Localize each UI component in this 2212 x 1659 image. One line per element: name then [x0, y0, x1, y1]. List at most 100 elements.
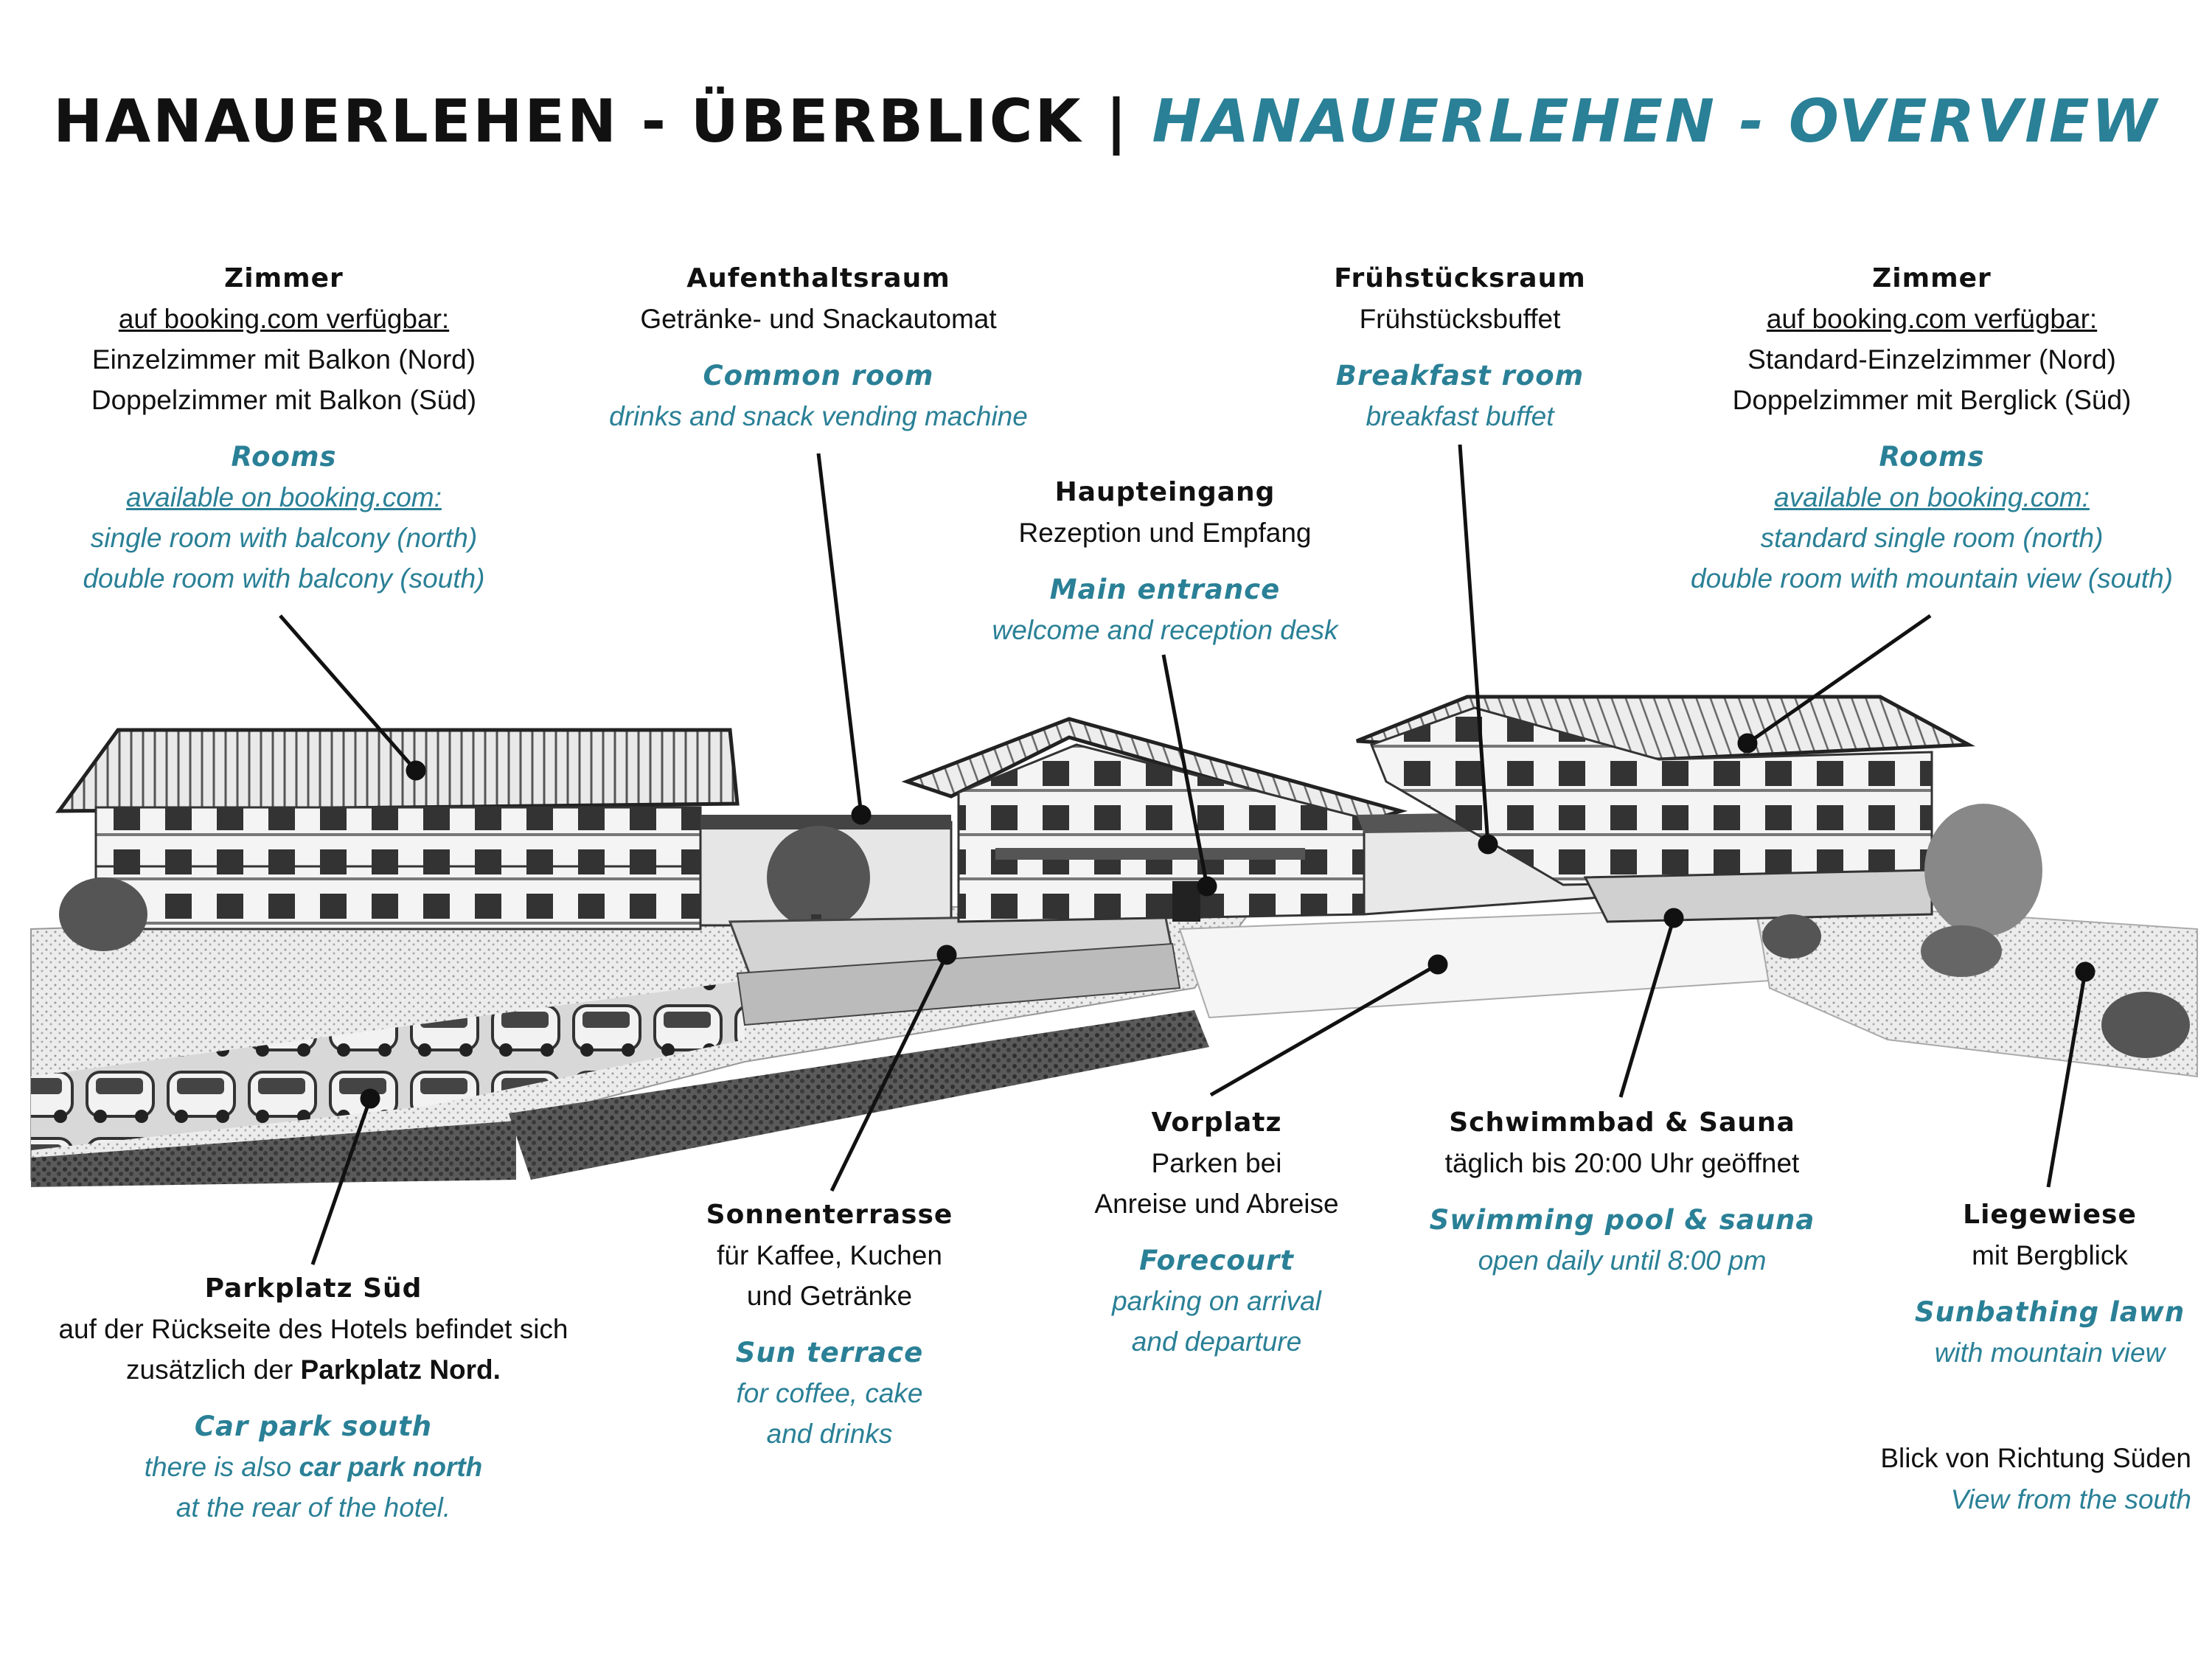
- car-row: [31, 981, 745, 1150]
- lawn: [1753, 898, 2198, 1078]
- label-title-en: Sunbathing lawn: [1914, 1296, 2185, 1328]
- label-line-en: for coffee, cake: [736, 1378, 923, 1408]
- label-line-en: breakfast buffet: [1366, 401, 1554, 431]
- label-title-en: Main entrance: [1049, 574, 1281, 605]
- label-text: there is also: [144, 1452, 299, 1482]
- label-line: Standard-Einzelzimmer (Nord): [1747, 344, 2116, 375]
- label-haupteingang: Haupteingang Rezeption und Empfang Main …: [959, 472, 1371, 650]
- title-german: HANAUERLEHEN - ÜBERBLICK: [53, 87, 1083, 156]
- pointer-zimmer-left: [279, 614, 417, 772]
- label-line-en: there is also car park north: [22, 1447, 605, 1487]
- label-line: Doppelzimmer mit Balkon (Süd): [91, 385, 477, 415]
- label-title: Zimmer: [224, 263, 344, 293]
- label-title-en: Forecourt: [1139, 1245, 1294, 1276]
- label-title: Schwimmbad & Sauna: [1449, 1107, 1795, 1138]
- label-schwimmbad: Schwimmbad & Sauna täglich bis 20:00 Uhr…: [1401, 1102, 1843, 1281]
- label-line-en: available on booking.com:: [126, 482, 442, 512]
- pointer-parkplatz: [310, 1098, 372, 1265]
- title-english: HANAUERLEHEN - OVERVIEW: [1152, 87, 2159, 156]
- label-line-en: parking on arrival: [1112, 1286, 1321, 1316]
- label-line-en: double room with balcony (south): [83, 563, 485, 594]
- label-title: Aufenthaltsraum: [686, 263, 950, 293]
- view-note-en: View from the south: [1950, 1484, 2191, 1514]
- label-zimmer-left: Zimmer auf booking.com verfügbar: Einzel…: [44, 258, 524, 599]
- label-line-en: and drinks: [766, 1419, 893, 1449]
- label-title: Haupteingang: [1054, 477, 1276, 507]
- label-text: zusätzlich der: [126, 1354, 301, 1385]
- label-title: Frühstücksraum: [1334, 263, 1586, 293]
- pointer-sonnenterrasse: [830, 953, 949, 1192]
- label-line-en: available on booking.com:: [1774, 482, 2090, 512]
- pointer-lines: [279, 444, 2096, 1265]
- pointer-aufenthaltsraum: [816, 453, 863, 815]
- label-sonnenterrasse: Sonnenterrasse für Kaffee, Kuchen und Ge…: [664, 1194, 995, 1454]
- label-vorplatz: Vorplatz Parken bei Anreise und Abreise …: [1054, 1102, 1379, 1362]
- label-line: Einzelzimmer mit Balkon (Nord): [91, 344, 476, 375]
- label-title: Liegewiese: [1963, 1200, 2137, 1230]
- label-line: auf der Rückseite des Hotels befindet si…: [58, 1314, 568, 1344]
- left-building-lower: [94, 865, 702, 931]
- hedge-row: [509, 1010, 1209, 1180]
- label-line-en: standard single room (north): [1760, 523, 2104, 553]
- label-line-en: welcome and reception desk: [992, 615, 1338, 645]
- lower-hedge: [31, 1121, 516, 1187]
- pointer-vorplatz: [1209, 962, 1439, 1097]
- label-parkplatz-sued: Parkplatz Süd auf der Rückseite des Hote…: [22, 1268, 605, 1528]
- label-title: Parkplatz Süd: [204, 1273, 422, 1304]
- title-separator: |: [1105, 87, 1130, 156]
- pointer-schwimmbad: [1618, 917, 1676, 1098]
- label-liegewiese: Liegewiese mit Bergblick Sunbathing lawn…: [1888, 1194, 2212, 1373]
- right-building-facade: [1370, 706, 1933, 886]
- pointer-haupteingang: [1161, 654, 1209, 887]
- label-line-en: with mountain view: [1934, 1338, 2166, 1368]
- pool-wing: [1583, 869, 1933, 923]
- label-line: für Kaffee, Kuchen: [717, 1240, 942, 1270]
- label-line: Frühstücksbuffet: [1359, 304, 1561, 334]
- left-building-upper: [94, 806, 702, 868]
- label-line-en: double room with mountain view (south): [1691, 563, 2173, 594]
- label-line: Doppelzimmer mit Berglick (Süd): [1732, 385, 2132, 415]
- view-note-de: Blick von Richtung Süden: [1880, 1443, 2191, 1473]
- label-line-en: and departure: [1131, 1326, 1302, 1357]
- terrace-tree: [767, 826, 870, 929]
- label-line-en: open daily until 8:00 pm: [1478, 1245, 1767, 1276]
- label-zimmer-right: Zimmer auf booking.com verfügbar: Standa…: [1659, 258, 2205, 599]
- label-title-en: Car park south: [194, 1411, 433, 1442]
- label-aufenthaltsraum: Aufenthaltsraum Getränke- und Snackautom…: [590, 258, 1047, 437]
- label-title-en: Common room: [703, 360, 934, 392]
- label-title-en: Rooms: [231, 441, 337, 473]
- label-line: und Getränke: [746, 1281, 913, 1311]
- pointer-liegewiese: [2046, 971, 2087, 1188]
- label-title-en: Rooms: [1879, 441, 1985, 473]
- view-direction-note: Blick von Richtung Süden View from the s…: [1880, 1438, 2191, 1520]
- label-line: Rezeption und Empfang: [1018, 518, 1312, 548]
- pointer-zimmer-right: [1746, 613, 1932, 745]
- label-line: auf booking.com verfügbar:: [1766, 304, 2098, 334]
- label-line-en: at the rear of the hotel.: [175, 1492, 451, 1523]
- page-title: HANAUERLEHEN - ÜBERBLICK | HANAUERLEHEN …: [0, 87, 2212, 156]
- label-title-en: Sun terrace: [735, 1337, 924, 1368]
- label-line-en: single room with balcony (north): [90, 523, 478, 553]
- main-entrance-door: [1172, 881, 1200, 922]
- label-line: Parken bei: [1151, 1148, 1282, 1178]
- label-title: Sonnenterrasse: [706, 1200, 953, 1230]
- lawn-tree: [1924, 804, 2042, 936]
- label-title-en: Swimming pool & sauna: [1429, 1204, 1815, 1236]
- label-line-en: drinks and snack vending machine: [609, 401, 1028, 431]
- main-building-facade: [957, 743, 1366, 923]
- label-text-bold: Parkplatz Nord.: [300, 1354, 501, 1385]
- label-line: Anreise und Abreise: [1094, 1189, 1339, 1219]
- label-line: Getränke- und Snackautomat: [640, 304, 997, 334]
- left-building-roof: [55, 728, 740, 813]
- label-line: täglich bis 20:00 Uhr geöffnet: [1444, 1148, 1800, 1178]
- label-line: mit Bergblick: [1972, 1240, 2128, 1270]
- label-line: zusätzlich der Parkplatz Nord.: [22, 1349, 605, 1390]
- label-title-en: Breakfast room: [1335, 360, 1585, 392]
- label-title: Vorplatz: [1151, 1107, 1282, 1138]
- label-text-bold: car park north: [299, 1452, 483, 1482]
- label-line: auf booking.com verfügbar:: [118, 304, 450, 334]
- pointer-fruehstuecksraum: [1458, 444, 1490, 845]
- label-fruehstuecksraum: Frühstücksraum Frühstücksbuffet Breakfas…: [1268, 258, 1652, 437]
- label-title: Zimmer: [1872, 263, 1992, 293]
